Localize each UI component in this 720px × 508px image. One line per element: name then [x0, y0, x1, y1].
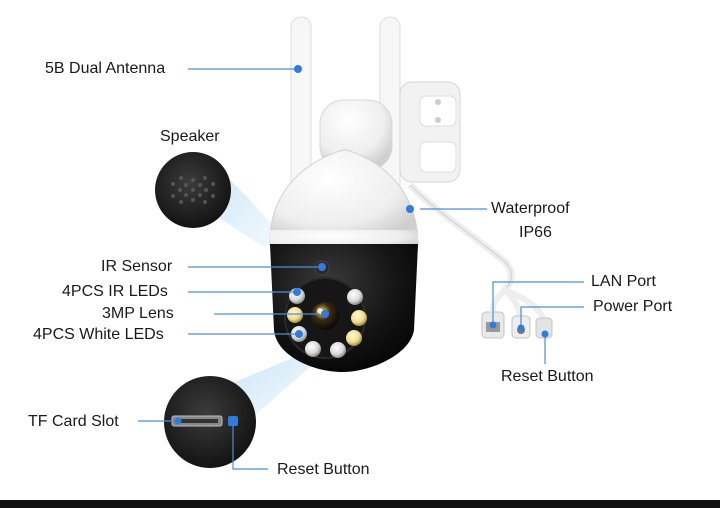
label-ip66: IP66	[519, 224, 552, 241]
led	[287, 307, 303, 323]
label-reset-button-cable: Reset Button	[501, 368, 594, 385]
camera-dome	[269, 149, 419, 246]
label-ir-sensor: IR Sensor	[101, 258, 173, 275]
led	[305, 341, 321, 357]
label-tf-card-slot: TF Card Slot	[28, 413, 119, 430]
led	[346, 330, 362, 346]
label-ir-leds: 4PCS IR LEDs	[62, 283, 168, 300]
led	[351, 310, 367, 326]
label-lan-port: LAN Port	[591, 273, 656, 290]
led	[330, 342, 346, 358]
bottom-border-bar	[0, 500, 720, 508]
label-dual-antenna: 5B Dual Antenna	[45, 60, 166, 77]
label-waterproof: Waterproof	[491, 200, 570, 217]
label-speaker: Speaker	[160, 128, 220, 145]
leader-lines	[138, 68, 584, 470]
label-power-port: Power Port	[593, 298, 673, 315]
led	[347, 289, 363, 305]
label-white-leds: 4PCS White LEDs	[33, 326, 164, 343]
label-reset-button-slot: Reset Button	[277, 461, 370, 478]
marker-dots	[174, 65, 549, 425]
slot-highlight-beam	[228, 355, 318, 415]
speaker-grille-icon	[171, 176, 215, 204]
label-lens: 3MP Lens	[102, 305, 174, 322]
